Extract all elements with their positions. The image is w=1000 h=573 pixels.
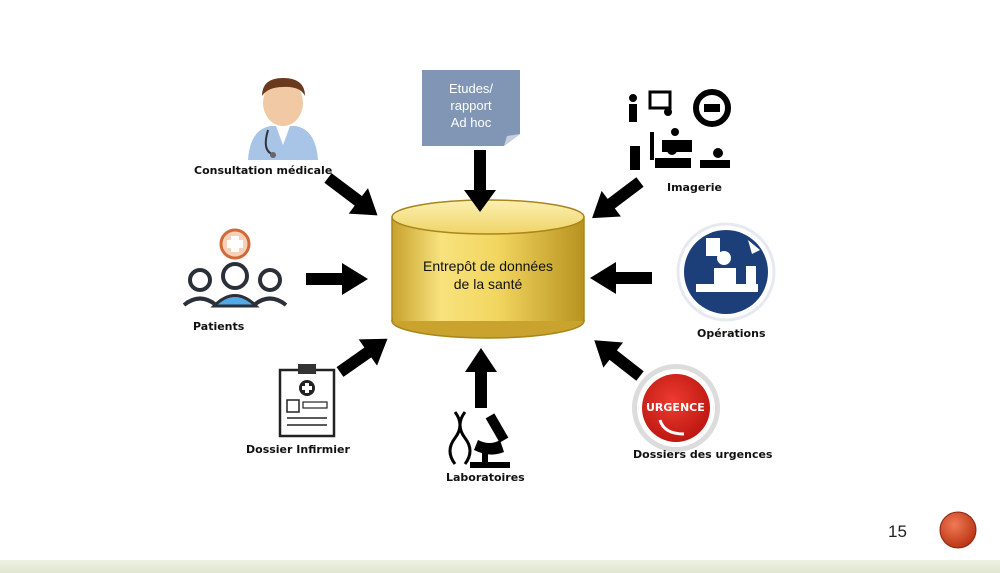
adhoc-line1: Etudes/ (448, 81, 494, 96)
label-urgences: Dossiers des urgences (633, 448, 773, 461)
arrow-from-adhoc (464, 150, 496, 212)
imagerie-icon (629, 89, 731, 170)
bottom-bar (0, 560, 1000, 573)
warehouse-label-line1: Entrepôt de données (423, 258, 553, 274)
adhoc-line3: Ad hoc (450, 115, 492, 130)
arrow-from-dossier-infirmier (336, 338, 388, 377)
adhoc-line2: rapport (450, 98, 492, 113)
arrow-from-operations (590, 262, 652, 294)
label-dossier-infirmier: Dossier Infirmier (246, 443, 350, 456)
label-operations: Opérations (697, 327, 766, 340)
label-laboratoires: Laboratoires (446, 471, 525, 484)
patients-icon (182, 228, 288, 308)
arrow-from-imagerie (592, 177, 644, 219)
label-consultation: Consultation médicale (194, 164, 333, 177)
slide-nav-button[interactable] (939, 511, 977, 549)
label-patients: Patients (193, 320, 245, 333)
doctor-icon (248, 78, 318, 160)
arrow-from-urgences (594, 340, 644, 381)
arrow-from-patients (306, 263, 368, 295)
warehouse-label-line2: de la santé (453, 276, 523, 292)
page-number: 15 (888, 522, 907, 541)
microscope-dna-icon (448, 411, 510, 468)
urgence-icon (632, 364, 720, 452)
data-warehouse-cylinder (391, 199, 585, 339)
adhoc-report-document (422, 70, 520, 146)
urgence-badge-text: URGENCE (646, 401, 705, 414)
label-imagerie: Imagerie (667, 181, 722, 194)
arrow-from-laboratoires (465, 348, 497, 408)
clipboard-icon (278, 364, 336, 438)
arrow-from-consultation (324, 173, 378, 216)
operations-icon (676, 222, 776, 322)
